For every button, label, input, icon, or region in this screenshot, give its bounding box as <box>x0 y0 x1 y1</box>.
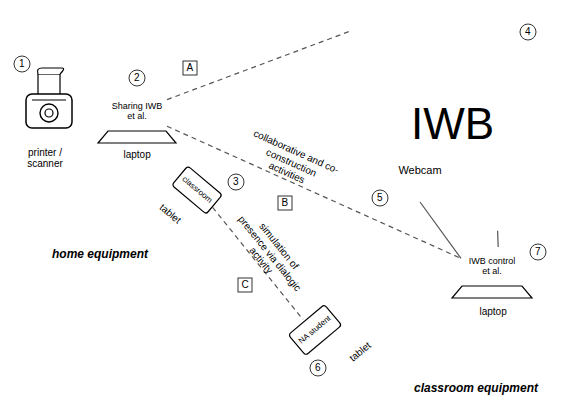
region-fill <box>2 80 198 276</box>
callout-circle <box>14 56 30 72</box>
laptop-keyboard <box>98 131 176 143</box>
device-label: laptop <box>480 306 507 318</box>
device-label: printer / scanner <box>15 147 75 170</box>
scanner-lens <box>40 104 58 122</box>
scanner-lens-inner <box>45 109 53 117</box>
paper-curl <box>38 68 64 74</box>
screen-outline <box>288 305 341 356</box>
letter-box <box>238 278 252 292</box>
board-outline <box>350 8 555 240</box>
link-letter: A <box>187 62 194 74</box>
callout-number: 4 <box>525 26 531 38</box>
node-text: Sharing IWB et al. <box>111 101 163 122</box>
callout-number: 1 <box>19 58 25 70</box>
letter-box <box>278 196 292 210</box>
callout-circle <box>372 190 388 206</box>
webcam-lens <box>413 186 427 200</box>
screen-outline <box>172 166 223 214</box>
callout-circle <box>520 24 536 40</box>
callout-circle <box>129 70 145 86</box>
laptop-screen: IWB control et al. <box>461 247 523 285</box>
node-text: Webcam <box>398 164 441 177</box>
screen-outline <box>462 248 523 285</box>
letter-box <box>183 61 197 75</box>
callout-circle <box>310 360 326 376</box>
home-region: home equipmentSharing IWB et al.classroo… <box>2 80 198 276</box>
tablet: classroom <box>171 165 223 214</box>
interactive-whiteboard: IWB <box>350 8 555 240</box>
node-text: IWB control et al. <box>465 256 519 277</box>
node-shape <box>2 80 198 276</box>
node-text: home equipment <box>52 248 148 262</box>
webcam: Webcam <box>394 164 446 202</box>
node-shape <box>280 0 570 405</box>
connector <box>167 31 350 99</box>
webcam-dot <box>417 190 423 196</box>
device-label: tablet <box>347 339 373 364</box>
connector <box>420 202 461 258</box>
region-fill <box>280 0 570 405</box>
callout-number: 3 <box>233 176 239 188</box>
link-letter: C <box>242 279 249 291</box>
node-text: classroom equipment <box>414 382 538 396</box>
classroom-region: classroom equipment IWB WebcamIWB control … <box>280 0 570 405</box>
device-label: tablet <box>157 201 183 226</box>
callout-number: 6 <box>315 362 321 374</box>
callout-number: 2 <box>134 72 140 84</box>
link-letter: B <box>282 197 289 209</box>
printer-slot <box>32 99 66 100</box>
printer-body <box>26 94 72 128</box>
callout-circle <box>530 244 546 260</box>
tablet: NA student <box>288 304 343 356</box>
laptop-keyboard <box>452 286 532 298</box>
callout-number: 5 <box>377 192 383 204</box>
connector <box>497 231 499 247</box>
callout-number: 7 <box>535 246 541 258</box>
callout-circle <box>228 174 244 190</box>
edge-label: collaborative and co-construction activi… <box>242 127 343 197</box>
device-label: laptop <box>124 149 151 161</box>
screen-outline <box>108 93 167 130</box>
node-text: IWB <box>411 99 494 150</box>
laptop-screen: Sharing IWB et al. <box>107 92 167 130</box>
